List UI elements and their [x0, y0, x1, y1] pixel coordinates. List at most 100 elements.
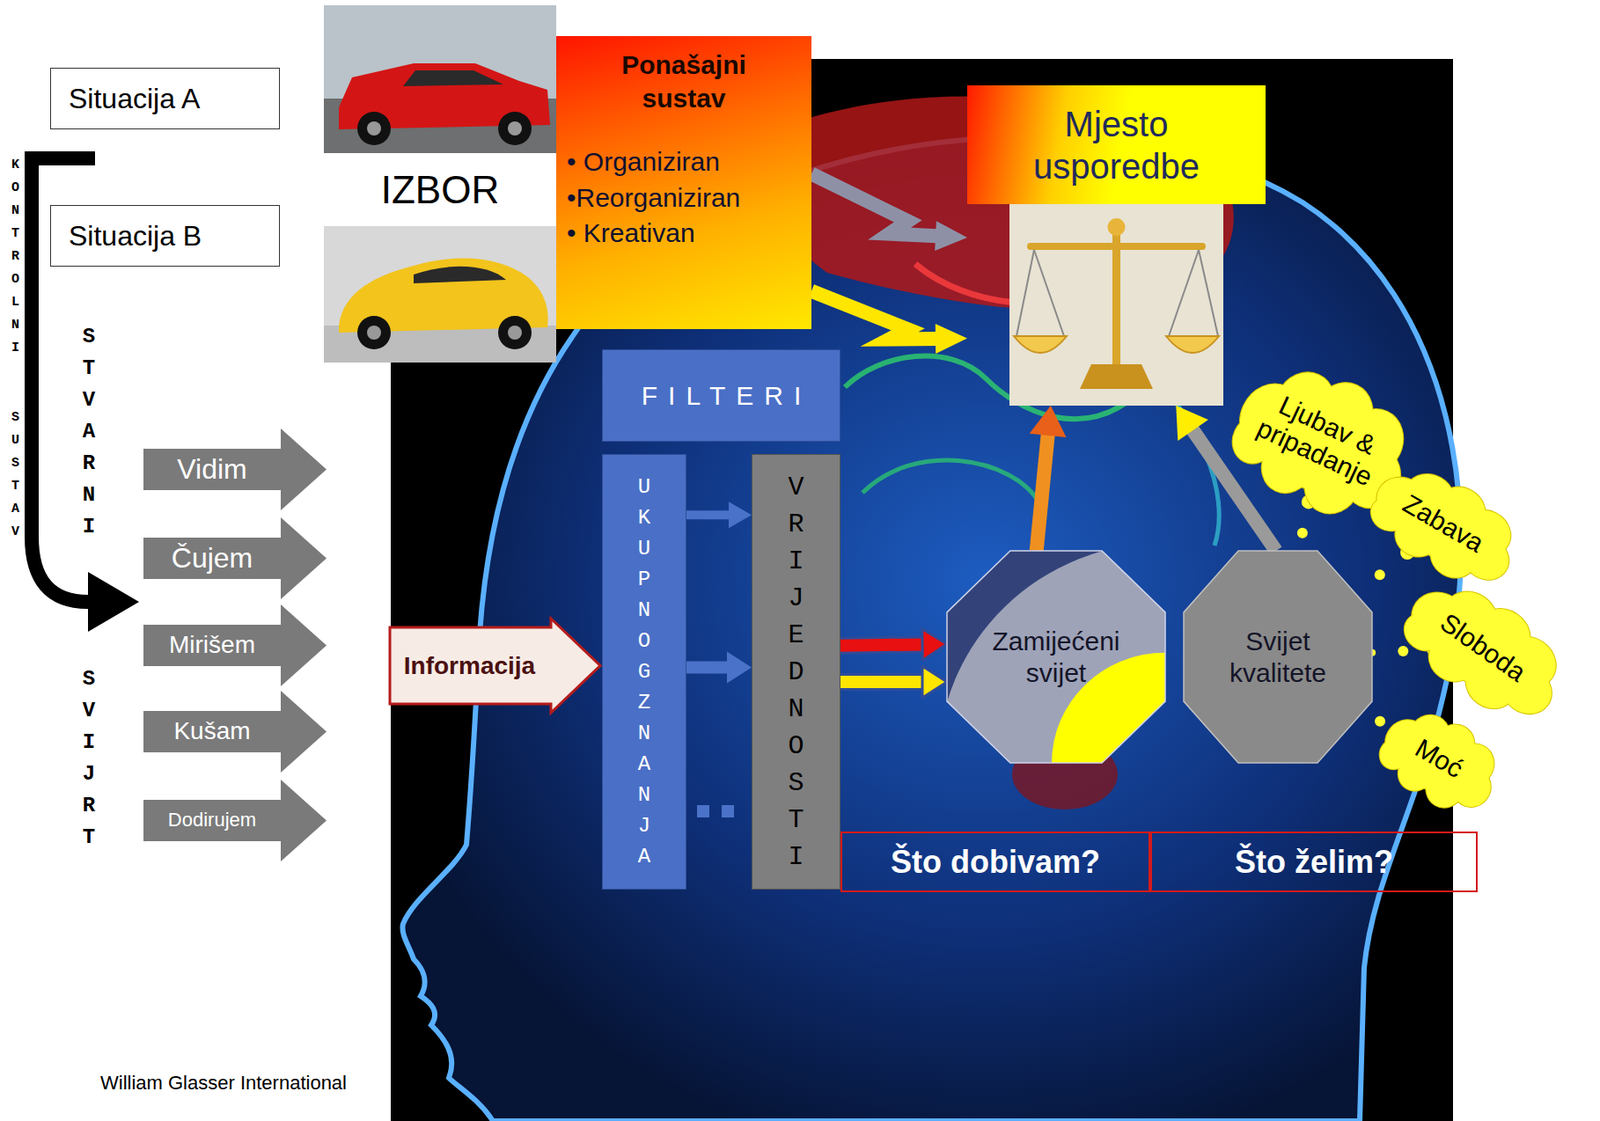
red-car-photo — [323, 5, 557, 154]
cloud-shape-part — [1389, 563, 1581, 737]
flow-arrow-part — [686, 510, 731, 520]
node-text: Što želim? — [1234, 844, 1394, 881]
node-text: Situacija B — [68, 220, 202, 253]
yellow-car-photo-part — [413, 266, 507, 284]
flow-arrow-part — [686, 661, 729, 675]
node-text: Zamijećeni svijet — [972, 625, 1140, 690]
red-car-photo-part — [357, 111, 391, 146]
yellow-car-photo-part — [507, 325, 522, 340]
node-text: VRIJEDNOSTI — [783, 469, 810, 876]
values-column: VRIJEDNOSTI — [751, 454, 841, 890]
comparing-place: Mjesto usporedbe — [967, 85, 1266, 406]
vertical-label: SVIJRT — [78, 663, 100, 854]
node-text: UKUPNOG ZNANJA — [633, 471, 655, 873]
question-box: Što dobivam? — [840, 831, 1151, 893]
scale-illustration-part — [1013, 336, 1067, 353]
arrow-shape-part — [389, 618, 601, 713]
scale-illustration-part — [1198, 249, 1219, 337]
cloud-shape-part — [1368, 695, 1513, 826]
node-text: IZBOR — [381, 168, 500, 213]
heading-band: Mjesto usporedbe — [967, 85, 1266, 205]
arrow-shape-part — [143, 690, 327, 773]
vertical-label: KONTROLNI — [8, 154, 23, 360]
lightning-arrow-part — [934, 220, 968, 251]
ellipsis-squares — [697, 805, 734, 818]
footer-note: William Glasser International — [100, 1071, 347, 1095]
scale-illustration — [1009, 204, 1224, 406]
lightning-arrow-part — [811, 174, 938, 237]
flow-arrow-part — [726, 652, 752, 684]
flow-arrow — [686, 652, 752, 684]
scale-illustration-part — [1108, 218, 1126, 236]
bullet-item: •Reorganiziran — [566, 180, 801, 217]
yellow-car-photo-part — [366, 325, 382, 340]
ellipsis-squares-part — [697, 805, 710, 818]
node-text: Mjesto usporedbe — [998, 102, 1236, 188]
node-text: FILTERI — [631, 381, 812, 412]
thought-dots-part — [1374, 716, 1386, 727]
scale-illustration-part — [1168, 249, 1199, 337]
compare-arrow-part — [1036, 433, 1049, 551]
thought-dots — [1348, 545, 1415, 601]
perceived-world: Zamijećeni svijet — [946, 550, 1166, 764]
cloud-shape-part — [1357, 450, 1532, 602]
flow-arrow-part — [840, 673, 925, 691]
node-text: Mirišem — [168, 631, 256, 660]
bullet-item: • Kreativan — [566, 215, 801, 252]
flow-arrow — [840, 628, 947, 661]
cloud-shape-part — [1368, 695, 1513, 826]
octagon-shape-part-part — [938, 542, 1393, 984]
arrow-shape-part — [143, 428, 327, 511]
thought-dots-part — [1397, 645, 1409, 657]
flow-arrow-part — [840, 644, 925, 646]
cloud-shape-part — [1217, 345, 1431, 537]
flow-arrow-part — [922, 628, 947, 661]
scale-illustration-part — [1079, 364, 1153, 389]
lightning-arrow — [811, 174, 968, 252]
thought-dots-part — [1374, 569, 1386, 580]
red-car-photo-part — [507, 121, 522, 136]
vertical-label: STVARNI — [78, 321, 100, 544]
flow-arrow — [840, 666, 947, 698]
node-text: Svijet kvalitete — [1203, 625, 1353, 690]
flow-arrow-part — [728, 501, 752, 529]
knowledge-column: UKUPNOG ZNANJA — [601, 454, 687, 890]
scale-illustration-part — [1112, 230, 1121, 365]
octagon-shape — [1183, 550, 1373, 764]
control-arrow-part — [88, 572, 140, 632]
situation-box: Situacija B — [50, 205, 280, 267]
lightning-arrow-part — [935, 323, 968, 354]
node-text: Čujem — [171, 542, 253, 575]
node-text: Kušam — [173, 717, 250, 746]
octagon-shape-part — [1183, 550, 1373, 764]
flow-arrow-part — [840, 644, 925, 646]
node-text: Dodirujem — [168, 808, 257, 832]
lightning-arrow — [811, 291, 968, 354]
flow-arrow-part — [922, 666, 947, 698]
bullet-item: • Organiziran — [566, 144, 801, 181]
sense-arrow: Čujem — [143, 517, 327, 600]
compare-arrow-part — [1029, 405, 1067, 438]
sense-arrow: Dodirujem — [143, 779, 327, 862]
scale-illustration-part — [1027, 242, 1206, 250]
red-car-photo-part — [403, 70, 504, 87]
cloud-shape-part — [1217, 345, 1431, 537]
choice-band: IZBOR — [323, 153, 557, 227]
node-text: Što dobivam? — [890, 844, 1101, 881]
flow-arrow-part — [840, 675, 925, 689]
red-car-photo-part — [366, 121, 382, 136]
quality-world: Svijet kvalitete — [1183, 550, 1373, 764]
arrow-shape-part — [143, 604, 327, 687]
red-car-photo-part — [323, 5, 557, 154]
arrow-shape-part — [143, 779, 327, 862]
thought-dots-part — [1297, 528, 1308, 539]
cloud-shape-part-part — [1373, 733, 1415, 775]
scale-illustration-part — [1016, 249, 1035, 337]
behaviour-box: Ponašajni sustav• Organiziran•Reorganizi… — [556, 36, 812, 330]
scale-illustration-part — [1009, 204, 1224, 406]
lightning-arrow-part — [811, 291, 938, 340]
arrow-shape-part — [143, 517, 327, 600]
question-box: Što želim? — [1150, 831, 1478, 893]
compare-arrow-part — [1175, 405, 1209, 441]
flow-arrow — [686, 501, 752, 529]
